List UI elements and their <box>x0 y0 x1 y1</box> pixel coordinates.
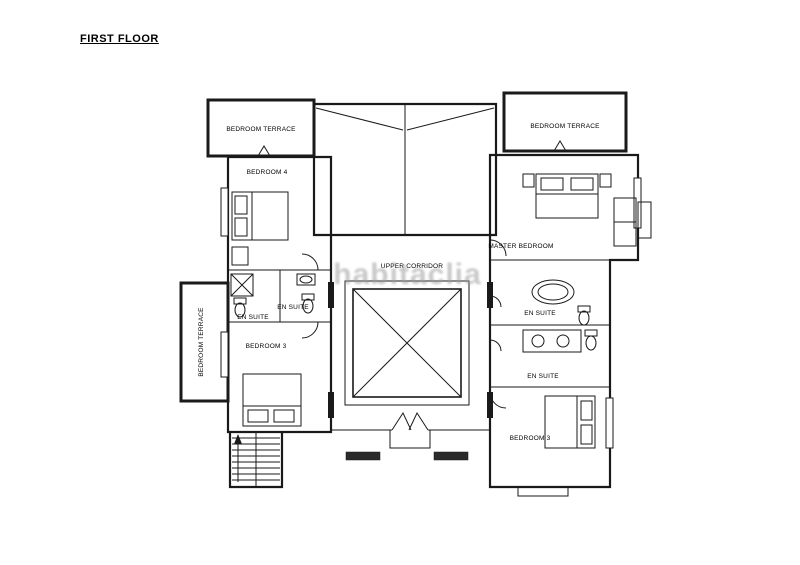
shower <box>230 273 254 297</box>
bed-bedroom3-left <box>242 373 302 427</box>
bed-bedroom4 <box>231 191 289 241</box>
label-en-suite-right-bottom: EN SUITE <box>527 373 559 380</box>
label-terrace-left: BEDROOM TERRACE <box>198 307 205 377</box>
label-terrace-top-left: BEDROOM TERRACE <box>226 126 296 133</box>
stair-arrowhead <box>234 434 242 444</box>
sink-right <box>556 334 570 348</box>
void-diagonals <box>352 288 462 398</box>
toilet-bowl-ensuite-right-top <box>578 310 590 326</box>
terrace-door-right <box>553 140 567 152</box>
void-inner <box>352 288 462 398</box>
bathtub-outer <box>531 279 575 305</box>
toilet-tank-ensuite-right-bottom <box>584 329 598 337</box>
toilet-bowl-ensuite-left <box>234 302 246 318</box>
toilet-bowl-ensuite-right-bottom <box>585 335 597 351</box>
vanity-counter <box>522 329 582 353</box>
toilet-tank-ensuite-left <box>233 297 247 305</box>
label-bedroom-4: BEDROOM 4 <box>247 169 288 176</box>
balcony-slab-left <box>345 451 381 461</box>
toilet-bowl-ensuite-inner <box>302 298 314 314</box>
double-doors-corridor <box>391 411 429 431</box>
window-bedroom3-right <box>605 397 614 449</box>
wardrobe-master <box>613 197 637 247</box>
sink-left <box>531 334 545 348</box>
label-bedroom-3-right: BEDROOM 3 <box>510 435 551 442</box>
bed-master <box>535 173 599 219</box>
toilet-tank-ensuite-inner <box>301 293 315 301</box>
step-bottom-right <box>517 486 569 497</box>
nightstands-master <box>522 173 612 188</box>
window-bedroom3-left <box>220 331 229 378</box>
dresser-bedroom4 <box>231 246 249 266</box>
balcony-slab-right <box>433 451 469 461</box>
inner-walls <box>228 104 610 449</box>
page-title: FIRST FLOOR <box>80 33 159 45</box>
window-bedroom4 <box>220 187 229 237</box>
label-terrace-top-right: BEDROOM TERRACE <box>530 123 600 130</box>
toilet-tank-ensuite-right-top <box>577 305 591 313</box>
label-master-bedroom: MASTER BEDROOM <box>488 243 553 250</box>
void-outer <box>344 280 470 406</box>
bathtub-inner <box>537 283 569 301</box>
outer-walls <box>226 102 640 489</box>
label-upper-corridor: UPPER CORRIDOR <box>381 263 443 270</box>
door-arcs <box>301 239 507 409</box>
label-bedroom-3-left: BEDROOM 3 <box>246 343 287 350</box>
chimney-stub-right <box>637 201 652 239</box>
sink-ensuite-inner <box>296 273 316 286</box>
label-en-suite-left-inner: EN SUITE <box>277 304 309 311</box>
stair-treads <box>232 432 280 487</box>
label-en-suite-left-outer: EN SUITE <box>237 314 269 321</box>
terrace-door-left <box>257 145 271 157</box>
label-en-suite-right-top: EN SUITE <box>524 310 556 317</box>
sink-basin-ensuite-inner <box>299 275 313 284</box>
bed-bedroom3-right <box>544 395 596 449</box>
